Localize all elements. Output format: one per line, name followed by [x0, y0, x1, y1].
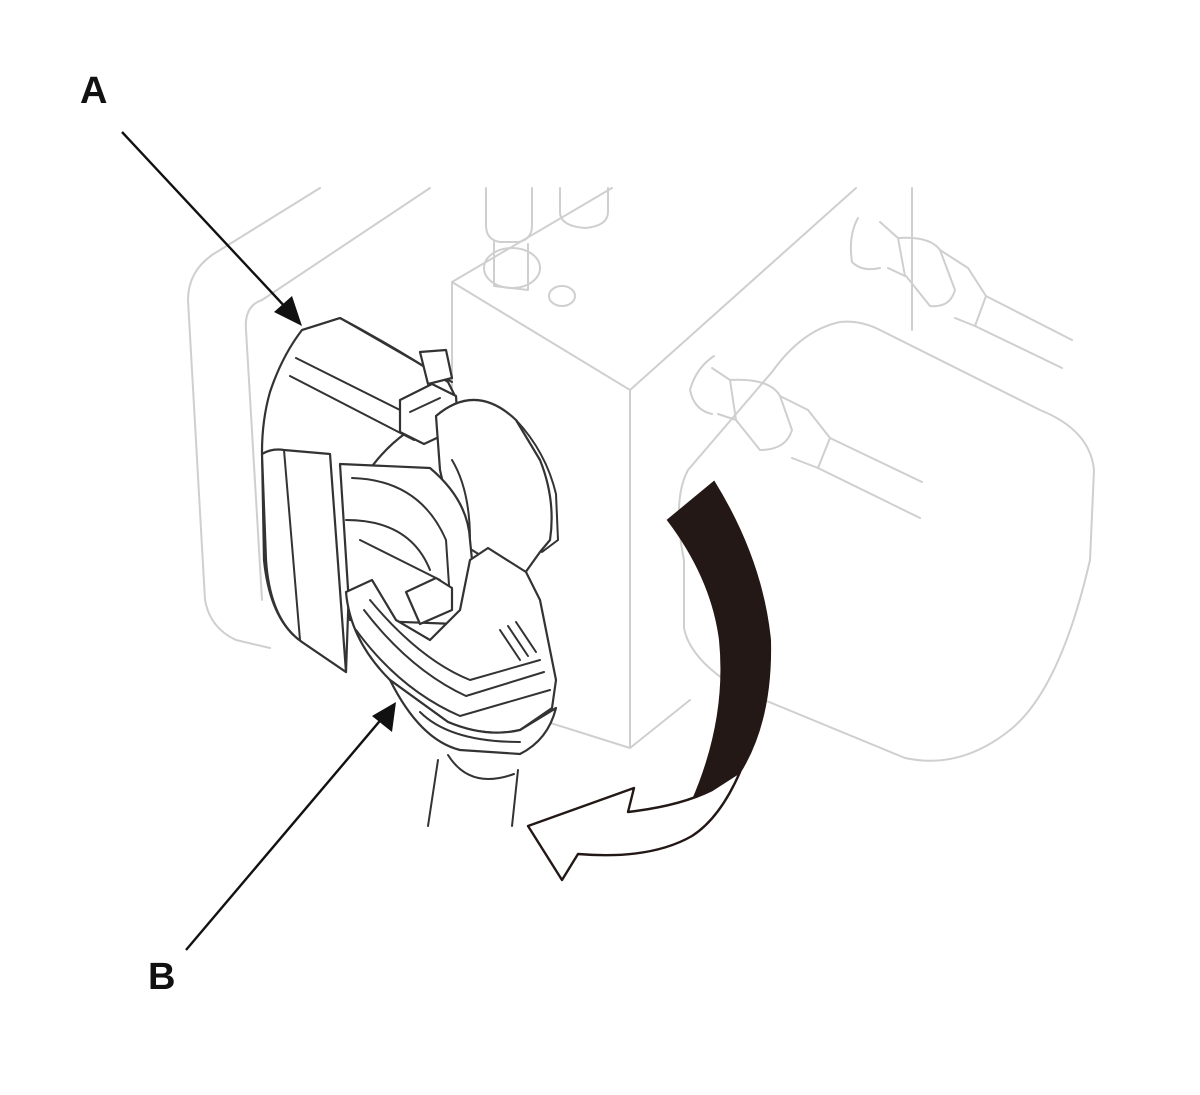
rotation-arrow [526, 480, 772, 882]
rotation-arrow-head [526, 770, 742, 882]
leader-arrow-icon [185, 715, 385, 951]
leader-arrow-icon [121, 131, 289, 311]
connector-assembly [260, 316, 559, 827]
label-a: A [80, 70, 107, 112]
background-module [187, 187, 1095, 762]
arrowhead-b-icon [372, 702, 396, 732]
label-b: B [148, 956, 175, 998]
callout-a: A [80, 70, 302, 326]
callout-b: B [148, 702, 396, 998]
wire-harness [427, 759, 439, 827]
curved-rotation-arrow-icon [666, 480, 772, 804]
arrowhead-a-icon [274, 296, 302, 326]
